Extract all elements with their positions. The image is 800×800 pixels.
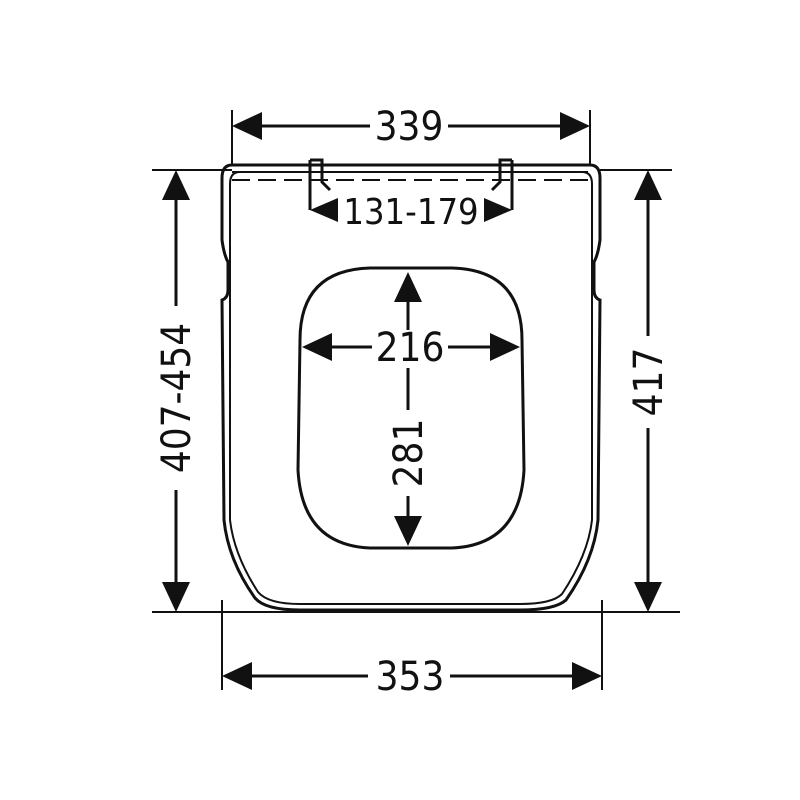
top-width-label: 339 bbox=[375, 104, 444, 150]
left-length-dimension: 407-454 bbox=[154, 170, 200, 612]
hinge-spacing-dimension: 131-179 bbox=[310, 190, 512, 233]
left-length-label: 407-454 bbox=[154, 323, 200, 473]
opening-width-label: 216 bbox=[376, 325, 445, 371]
opening-length-dimension: 281 bbox=[386, 272, 432, 546]
hinge-bar bbox=[232, 158, 590, 210]
opening-length-label: 281 bbox=[386, 419, 432, 488]
seat-outline bbox=[220, 163, 602, 612]
seat-opening bbox=[296, 266, 526, 550]
extension-lines bbox=[152, 110, 680, 690]
top-width-dimension: 339 bbox=[232, 104, 590, 150]
bottom-width-label: 353 bbox=[376, 654, 445, 700]
hinge-spacing-label: 131-179 bbox=[343, 192, 478, 233]
right-length-label: 417 bbox=[626, 348, 672, 417]
right-length-dimension: 417 bbox=[626, 170, 672, 612]
bottom-width-dimension: 353 bbox=[222, 654, 602, 700]
opening-width-dimension: 216 bbox=[302, 325, 520, 371]
